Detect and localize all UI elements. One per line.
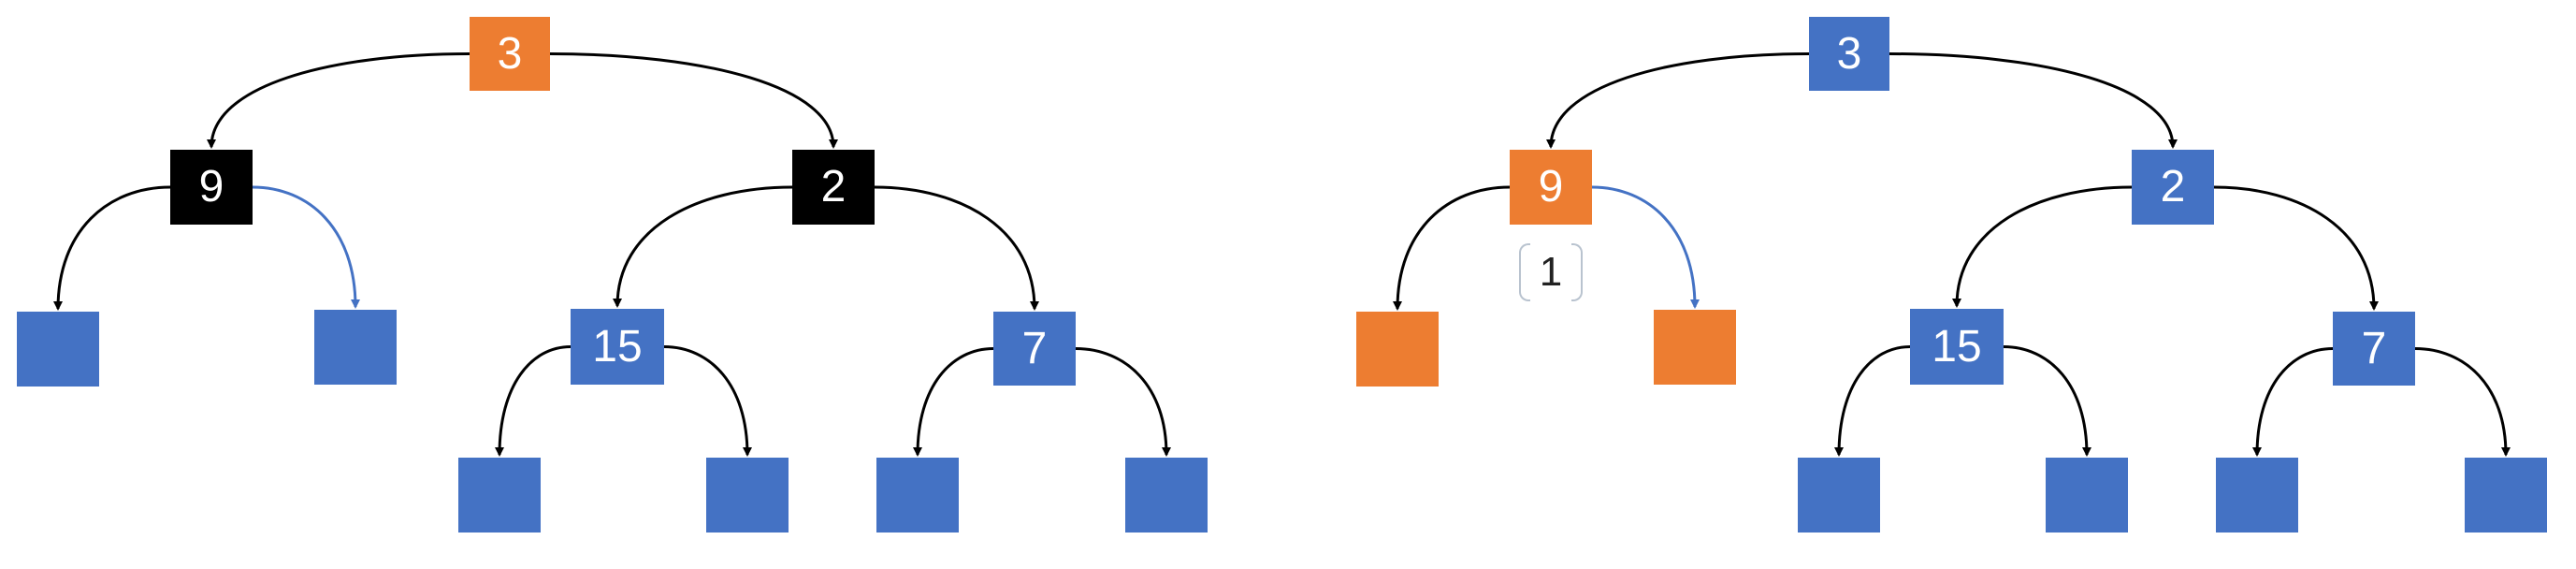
node-right-child: 2 — [2132, 150, 2214, 225]
leaf-node — [1125, 458, 1208, 533]
edge-arrow — [1889, 52, 2178, 149]
node-left-child: 9 — [170, 150, 253, 225]
edge-arrow — [549, 52, 838, 149]
leaf-node — [1654, 310, 1736, 385]
edge-arrow — [1393, 185, 1511, 311]
node-7: 7 — [993, 312, 1076, 386]
edge-arrow — [1834, 345, 1911, 457]
leaf-node — [2465, 458, 2547, 533]
node-root: 3 — [1809, 17, 1889, 91]
edge-arrow — [53, 185, 171, 311]
edge-arrow — [495, 345, 572, 457]
leaf-node — [1798, 458, 1880, 533]
edge-arrow — [913, 347, 994, 457]
step-badge: 1 — [1519, 243, 1583, 301]
edge-arrow — [1546, 52, 1810, 149]
leaf-node — [2216, 458, 2298, 533]
leaf-node — [706, 458, 789, 533]
node-root: 3 — [470, 17, 550, 91]
node-15: 15 — [571, 309, 664, 385]
leaf-node — [2046, 458, 2128, 533]
node-left-child: 9 — [1510, 150, 1592, 225]
leaf-node — [876, 458, 959, 533]
edge-arrow — [1075, 347, 1171, 457]
leaf-node — [1356, 312, 1439, 387]
edge-arrow — [2414, 347, 2511, 457]
edge-arrow — [613, 185, 793, 308]
badge-right-bracket — [1571, 243, 1583, 301]
node-15: 15 — [1910, 309, 2004, 385]
edge-arrow — [2252, 347, 2334, 457]
node-right-child: 2 — [792, 150, 875, 225]
leaf-node — [17, 312, 99, 387]
badge-left-bracket — [1519, 243, 1530, 301]
edge-arrow — [663, 345, 752, 457]
edge-arrow — [1952, 185, 2133, 308]
node-7: 7 — [2333, 312, 2415, 386]
edge-arrow — [2003, 345, 2091, 457]
edge-arrow — [207, 52, 470, 149]
edge-arrow — [1591, 185, 1700, 309]
leaf-node — [458, 458, 541, 533]
edge-arrow — [252, 185, 360, 309]
edge-arrow — [874, 185, 1039, 311]
leaf-node — [314, 310, 397, 385]
badge-label: 1 — [1539, 249, 1563, 295]
edge-arrow — [2213, 185, 2379, 311]
